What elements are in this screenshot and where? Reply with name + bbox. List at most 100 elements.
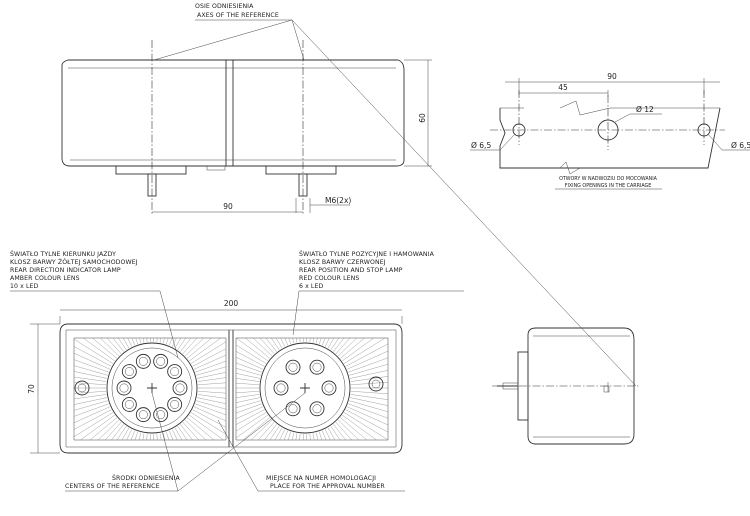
lens-ray [116,426,127,441]
lens-ray [142,433,145,441]
lens-ray [279,429,285,441]
lens-ray [195,360,227,373]
lens-ray [288,337,291,345]
dim-hole-offset: 45 [558,83,568,92]
left-lamp-line-3: REAR DIRECTION INDICATOR LAMP [10,267,121,274]
lens-ray [287,431,291,441]
axes-label: OSIE ODNIESIENIA AXES OF THE REFERENCE [153,3,637,387]
right-lamp-line-3: REAR POSITION AND STOP LAMP [299,267,403,274]
lens-ray [333,424,346,441]
dim-width-front: 200 [224,299,239,308]
lens-ray [319,431,323,441]
lens-ray [283,430,288,441]
lens-ray [156,433,158,441]
lens-ray [73,376,107,382]
led-inner [138,410,148,420]
led-inner [175,383,185,393]
led [135,407,151,423]
lens-ray [235,378,260,382]
lens-ray [258,422,275,441]
openings-label-en: FIXING OPENINGS IN THE CARRIAGE [565,183,652,189]
lens-ray [196,400,227,410]
led [285,359,301,375]
lens-ray [342,414,377,441]
lens-ray [196,372,227,379]
lens-ray [291,432,295,441]
left-lamp-callout: ŚWIATŁO TYLNE KIERUNKU JAZDY KLOSZ BARWY… [10,249,179,359]
lens-ray [73,382,107,385]
lens-ray [162,432,166,441]
led-inner [312,404,322,414]
lens-ray [348,357,389,373]
lens-ray [325,429,331,441]
dim-center-hole: Ø 12 [636,105,654,114]
lens-ray [197,377,227,382]
right-lamp-line-4: RED COLOUR LENS [299,275,359,282]
lens-ray [197,394,227,399]
lens-ray [337,419,359,441]
lens-ray [342,337,374,362]
led [153,407,169,423]
lens-ray [73,346,112,367]
lens-ray [73,409,112,430]
lens-ray [127,337,132,347]
lens-ray [130,430,135,441]
lens-ray [349,370,389,379]
lens-ray [73,353,111,370]
lens-ray [280,337,285,347]
lens-ray [235,397,261,403]
lens-ray [348,403,389,419]
lens-ray [251,419,273,441]
lens-ray [330,426,341,441]
lens-ray [193,354,227,370]
lens-ray [169,430,174,441]
lens-pattern-left [73,337,227,441]
lens-ray [322,337,326,346]
lens-ray [235,391,260,393]
lens-ray [343,412,389,441]
lens-ray [315,432,319,441]
lens-ray [193,406,227,422]
lens-ray [89,417,117,441]
led [121,397,137,412]
lens-ray [196,397,227,404]
led [153,353,169,369]
approval-label-pl: MIEJSCE NA NUMER HOMOLOGACJI [266,475,376,482]
lens-ray [177,426,188,441]
lens-ray [190,341,227,364]
lens-ray [73,397,108,405]
led [121,364,137,379]
lens-ray [259,337,275,354]
lens-ray [322,430,327,441]
lens-ray [235,344,267,364]
lens-ray [292,337,295,344]
lens-ray [73,406,111,423]
lens-ray [192,409,227,428]
openings-label-pl: OTWORY W NADWOZIU DO MOCOWANIA [559,176,658,182]
lens-ray [309,433,311,441]
lens-ray [235,394,260,398]
lens-ray [73,412,114,437]
led [167,364,183,379]
lens-ray [312,433,315,441]
lens-ray [73,339,114,364]
lens-ray [159,433,162,441]
lens-ray [134,431,138,441]
centers-callout: ŚRODKI ODNIESIENIA CENTERS OF THE REFERE… [65,392,306,492]
lens-ray [312,337,314,343]
lens-ray [235,406,264,419]
dim-stud-spacing: 90 [223,202,233,211]
lens-ray [166,337,169,345]
lens-ray [235,357,264,370]
lens-ray [80,414,115,441]
left-lamp-line-5: 10 x LED [10,283,39,290]
lens-ray [253,337,273,357]
lens-ray [235,362,262,373]
lens-ray [139,337,142,344]
lens-ray [325,337,330,347]
lens-ray [346,350,389,370]
lens-ray [111,424,124,441]
lens-ray [330,337,339,350]
lens-ray [146,433,148,441]
lens-ray [105,422,122,441]
